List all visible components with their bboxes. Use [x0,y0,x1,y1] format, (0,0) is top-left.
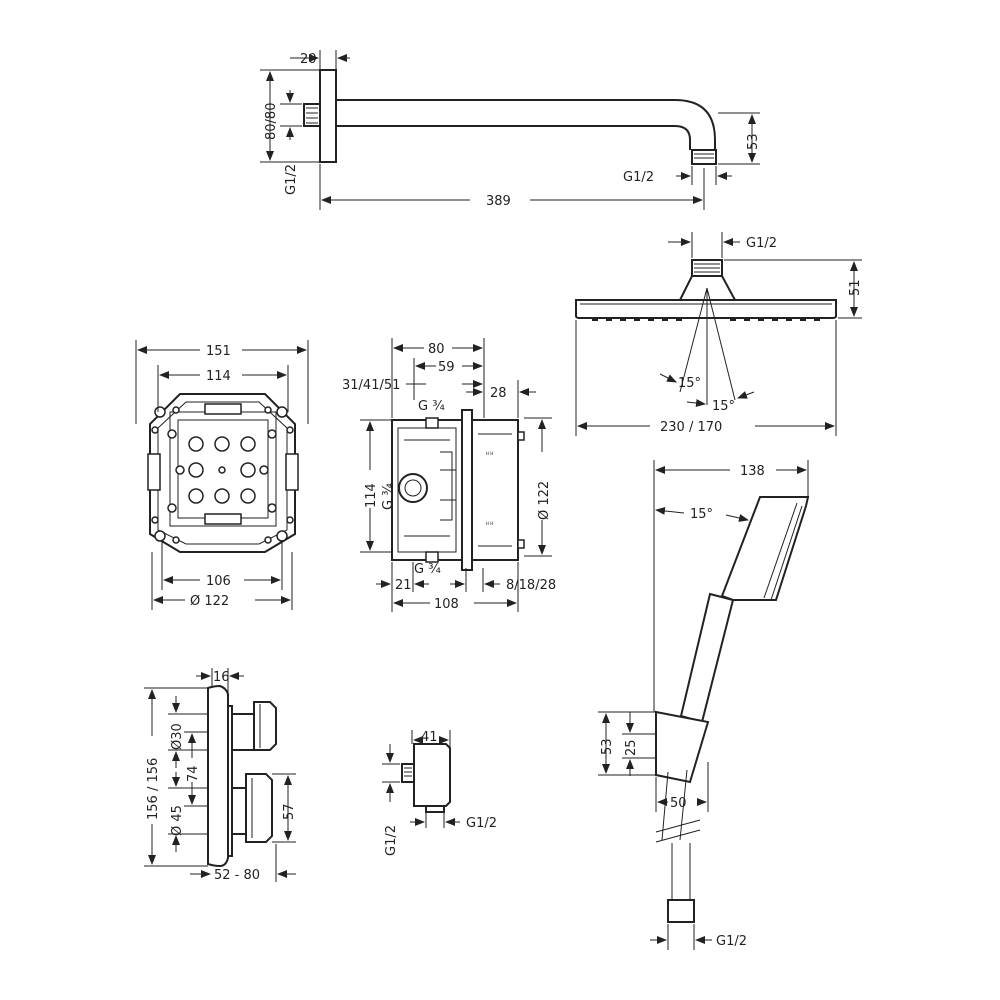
dim-outlet-thread-h: G1/2 [466,816,497,831]
thermostat: 16 156 / 156 Ø30 74 Ø 45 57 52 - 80 [144,668,297,883]
label-thread-side: G ¾ [381,483,396,510]
dim-side-28: 28 [490,386,507,401]
dim-side-depths: 31/41/51 [342,378,400,393]
svg-text:H H: H H [486,521,493,526]
installation-box-side: H H H H 80 59 31/41/51 28 G ¾ [342,338,556,612]
dim-hand-138: 138 [740,464,765,479]
dim-side-59: 59 [438,360,455,375]
label-thread-top: G ¾ [418,399,445,414]
dim-shower-angle-right: 15° [712,399,735,414]
dim-thermo-156: 156 / 156 [146,758,161,820]
dim-side-122: Ø 122 [537,481,552,520]
dim-side-114: 114 [364,483,379,508]
dim-hand-53: 53 [600,738,615,755]
dim-thermo-45: Ø 45 [170,805,185,836]
dim-shower-height: 51 [848,279,863,296]
dim-box-bottom: 106 [206,574,231,589]
dim-hand-25: 25 [624,739,639,756]
dim-hand-50: 50 [670,796,687,811]
installation-box-front: 151 114 106 Ø 122 [135,340,309,610]
dim-box-outer: 151 [206,344,231,359]
dim-shower-width: 230 / 170 [660,420,722,435]
svg-text:H H: H H [486,451,493,456]
dim-arm-thread-right: G1/2 [623,170,654,185]
overhead-shower: 15° 15° G1/2 51 230 / 170 [575,232,863,436]
dim-side-plaster: 8/18/28 [506,578,556,593]
label-thread-bottom: G ¾ [414,562,441,577]
dim-side-108: 108 [434,597,459,612]
dim-arm-thread-left: G1/2 [284,164,299,195]
dim-side-80: 80 [428,342,445,357]
dim-arm-flange: 80/80 [264,103,279,140]
dim-thermo-30: Ø30 [170,723,185,750]
dim-thermo-16: 16 [213,670,230,685]
wall-outlet: 41 G1/2 G1/2 [382,730,497,856]
dim-outlet-41: 41 [421,730,438,745]
dim-arm-drop: 53 [746,133,761,150]
spray-nozzles [592,318,820,321]
dim-arm-projection: 389 [486,194,511,209]
dim-hand-thread: G1/2 [716,934,747,949]
dim-hand-angle: 15° [690,507,713,522]
hand-shower: 138 15° 53 25 50 G1/2 [598,460,810,950]
dim-thermo-52-80: 52 - 80 [214,868,260,883]
dim-box-inner: 114 [206,369,231,384]
dim-shower-thread: G1/2 [746,236,777,251]
shower-arm: 20 80/80 G1/2 53 G1/2 389 [260,50,761,210]
dim-shower-angle-left: 15° [678,376,701,391]
dim-box-diameter: Ø 122 [190,594,229,609]
dim-side-21: 21 [395,578,412,593]
dim-arm-thickness: 20 [300,52,317,67]
dim-thermo-74: 74 [186,765,201,782]
dim-thermo-57: 57 [282,803,297,820]
dim-outlet-thread-v: G1/2 [384,825,399,856]
